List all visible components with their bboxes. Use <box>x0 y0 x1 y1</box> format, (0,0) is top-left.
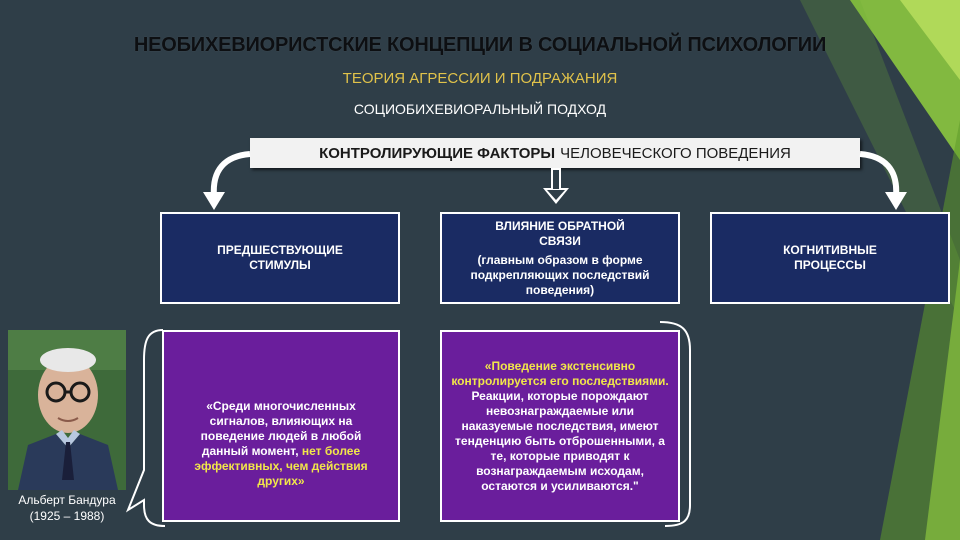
box-feedback-influence: ВЛИЯНИЕ ОБРАТНОЙ СВЯЗИ (главным образом … <box>440 212 680 304</box>
banner-bold-text: КОНТРОЛИРУЮЩИЕ ФАКТОРЫ <box>319 144 556 162</box>
box-preceding-stimuli: ПРЕДШЕСТВУЮЩИЕ СТИМУЛЫ <box>160 212 400 304</box>
stimuli-label: ПРЕДШЕСТВУЮЩИЕ СТИМУЛЫ <box>217 243 343 272</box>
person-name: Альберт Бандура <box>18 493 116 507</box>
factors-banner: КОНТРОЛИРУЮЩИЕ ФАКТОРЫ ЧЕЛОВЕЧЕСКОГО ПОВ… <box>250 138 860 168</box>
quote-box-right: «Поведение экстенсивно контролируется ег… <box>440 330 680 522</box>
cognitive-label: КОГНИТИВНЫЕ ПРОЦЕССЫ <box>783 243 877 272</box>
portrait-caption: Альберт Бандура (1925 – 1988) <box>0 492 134 524</box>
bandura-portrait <box>8 330 126 490</box>
feedback-title: ВЛИЯНИЕ ОБРАТНОЙ СВЯЗИ <box>495 218 625 248</box>
quote-right-text: «Поведение экстенсивно контролируется ег… <box>449 359 671 494</box>
box-cognitive-processes: КОГНИТИВНЫЕ ПРОЦЕССЫ <box>710 212 950 304</box>
quote-box-left: «Среди многочисленных сигналов, влияющих… <box>162 330 400 522</box>
subtitle: ТЕОРИЯ АГРЕССИИ И ПОДРАЖАНИЯ <box>342 70 618 87</box>
quote-left-part2: нет более эффективных, чем действия друг… <box>194 444 368 488</box>
quote-left-part1: «Среди многочисленных сигналов, влияющих… <box>200 399 362 458</box>
quote-right-part2: Реакции, которые порождают невознагражда… <box>455 388 665 493</box>
left-arrow-head-icon <box>203 192 225 210</box>
approach-heading: СОЦИОБИХЕВИОРАЛЬНЫЙ ПОДХОД <box>353 101 607 117</box>
quote-right-part1: «Поведение экстенсивно контролируется ег… <box>451 358 669 388</box>
right-arrow-head-icon <box>885 192 907 210</box>
quote-left-text: «Среди многочисленных сигналов, влияющих… <box>181 399 381 489</box>
banner-rest-text: ЧЕЛОВЕЧЕСКОГО ПОВЕДЕНИЯ <box>560 144 791 162</box>
feedback-note: (главным образом в форме подкрепляющих п… <box>470 252 650 297</box>
page-title: НЕОБИХЕВИОРИСТСКИЕ КОНЦЕПЦИИ В СОЦИАЛЬНО… <box>133 34 827 56</box>
person-years: (1925 – 1988) <box>29 509 105 523</box>
